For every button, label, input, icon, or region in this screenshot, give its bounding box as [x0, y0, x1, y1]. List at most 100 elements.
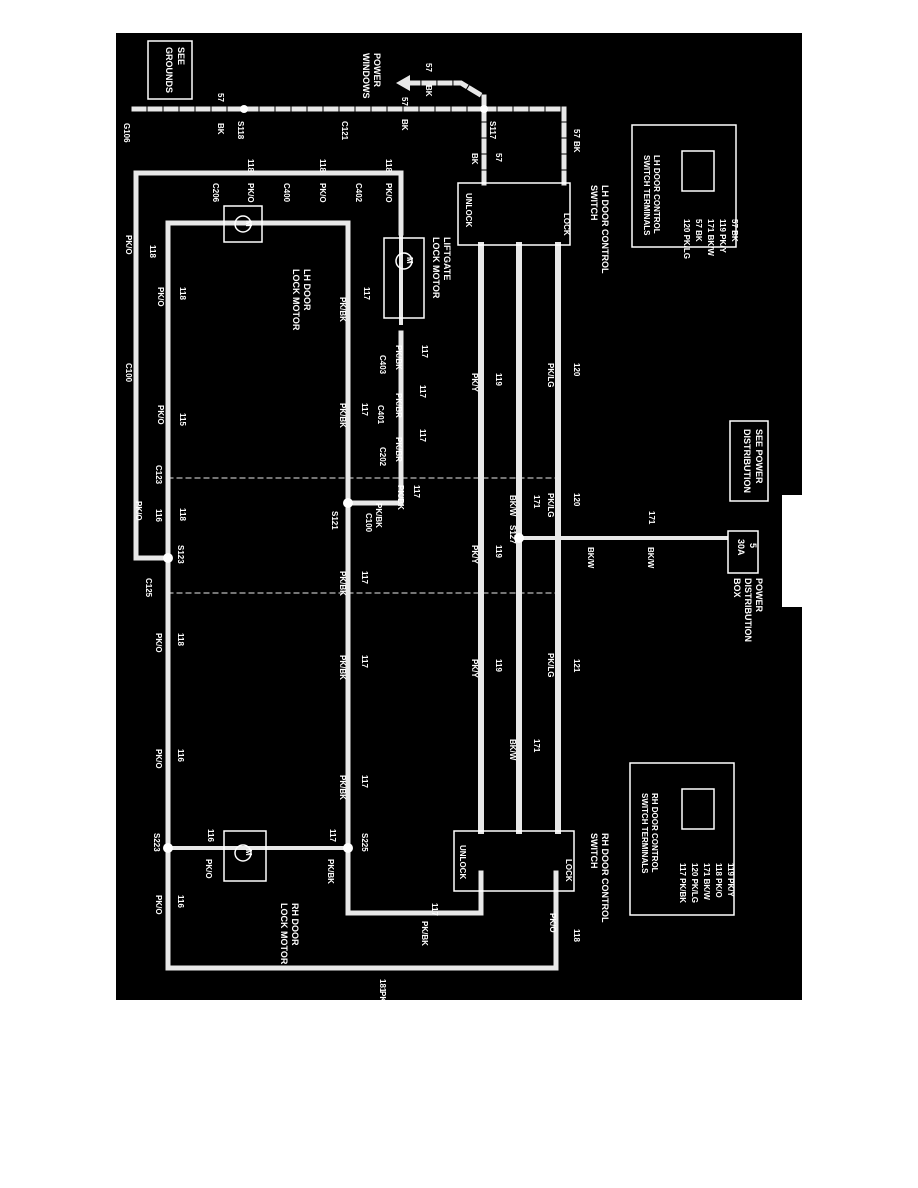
wire-label: 119 — [494, 373, 503, 386]
wire-label: 117 — [328, 829, 337, 842]
lh-motor-label-2: LOCK MOTOR — [291, 269, 301, 331]
wire-label: 117 — [360, 403, 369, 416]
wiring-diagram: HOT AT ALL TIMES SEE GROUNDS SEE POWER D… — [122, 40, 802, 1000]
hot-label: HOT AT ALL TIMES — [785, 501, 796, 592]
wire-label: 118 — [246, 159, 255, 172]
fuse-box — [727, 530, 759, 574]
wire-117-lower — [345, 500, 484, 916]
wire-label: 117 — [360, 775, 369, 788]
wire-118-run — [165, 220, 559, 971]
wire-label: PK/BK — [338, 655, 347, 680]
fuse-amp: 30A — [736, 539, 746, 556]
rh-motor-label-2: LOCK MOTOR — [279, 903, 289, 965]
lh-motor-label-1: LH DOOR — [302, 269, 312, 311]
wiring-diagram-sheet: HOT AT ALL TIMES SEE GROUNDS SEE POWER D… — [116, 33, 802, 1000]
wire-label: PK/BK — [338, 571, 347, 596]
lh-switch-label-2: SWITCH — [589, 185, 599, 221]
wire-label: 116 — [206, 829, 215, 842]
wire-label: 57 — [494, 153, 503, 162]
wire-label: PK/BK — [374, 503, 383, 528]
connector-s121: S121 — [330, 511, 339, 530]
wire-label: BK — [216, 123, 225, 135]
rh-unlock-label: UNLOCK — [458, 845, 467, 879]
wire-label: PK/O — [154, 749, 163, 769]
wire-label: 57 — [400, 97, 409, 106]
wire-118-left — [133, 170, 171, 561]
wire-label: 117 — [360, 571, 369, 584]
connector-c125: C125 — [144, 578, 153, 598]
lh-motor-icon — [234, 215, 252, 233]
connector-c206: C206 — [211, 183, 220, 203]
connector-c403: C403 — [378, 355, 387, 375]
wire-118 — [133, 170, 404, 236]
wire-label: 117 — [430, 903, 439, 916]
liftgate-m: M — [405, 257, 414, 264]
junction-s223 — [163, 843, 173, 853]
junction-s117 — [480, 105, 488, 113]
wire-label: 116 — [176, 749, 185, 762]
wire-label: PK/Y — [470, 373, 479, 392]
wire-label: PK/O — [156, 405, 165, 425]
lh-switch-box — [457, 182, 571, 246]
see-grounds-label-1: SEE — [176, 47, 186, 65]
wire-label: PK/O — [378, 991, 387, 1000]
lh-legend-item: 57 BK — [730, 219, 739, 242]
wire-117 — [165, 220, 404, 506]
rh-legend-item: 119 PK/Y — [726, 863, 735, 897]
junction-s123 — [163, 553, 173, 563]
rh-motor-box — [223, 830, 267, 882]
wire-label: 117 — [418, 385, 427, 398]
wire-label: 118 — [178, 287, 187, 300]
connector-s225: S225 — [360, 833, 369, 852]
ground-wire-57-b — [481, 106, 567, 186]
components — [147, 40, 802, 916]
wire-label: PK/BK — [396, 485, 405, 510]
rh-legend-item: 171 BK/W — [702, 863, 711, 900]
rh-legend-item: 120 PK/LG — [690, 863, 699, 903]
junction-s121 — [343, 498, 353, 508]
wire-label: PK/BR — [394, 393, 403, 418]
liftgate-motor-box — [383, 237, 425, 319]
pdb-label-2: DISTRIBUTION — [743, 578, 753, 642]
wire-label: 117 — [418, 429, 427, 442]
wire-label: 119 — [494, 545, 503, 558]
wire-label: 115 — [178, 413, 187, 426]
rh-legend-title-2: SWITCH TERMINALS — [640, 793, 649, 874]
power-windows-label-1: POWER — [372, 53, 382, 88]
rh-motor-label-1: RH DOOR — [290, 903, 300, 946]
connector-c202: C202 — [378, 447, 387, 467]
liftgate-label-2: LOCK MOTOR — [431, 237, 441, 299]
wire-label: 116 — [154, 509, 163, 522]
power-windows-label-2: WINDOWS — [361, 53, 371, 99]
wire-label: PK/LG — [546, 653, 555, 677]
lh-switch-label-1: LH DOOR CONTROL — [600, 185, 610, 274]
wire-label: 57 — [216, 93, 225, 102]
wire-label: BK — [572, 141, 581, 153]
rh-switch-label-2: SWITCH — [589, 833, 599, 869]
connector-c400: C400 — [282, 183, 291, 203]
wire-label: 118 — [178, 508, 187, 521]
rh-switch-label-1: RH DOOR CONTROL — [600, 833, 610, 923]
wire-label: PK/O — [384, 183, 393, 203]
lh-legend-title-2: SWITCH TERMINALS — [642, 155, 651, 236]
wire-label: PK/Y — [470, 545, 479, 564]
wire-label: BK/W — [508, 495, 517, 517]
rh-lock-label: LOCK — [564, 859, 573, 882]
wire-label: 119 — [494, 659, 503, 672]
lh-motor-m: M — [244, 220, 253, 227]
lh-legend-item: 119 PK/Y — [718, 219, 727, 253]
wire-label: BK/W — [586, 547, 595, 569]
lh-motor-box — [223, 205, 263, 243]
junctions — [163, 105, 524, 853]
connector-s123: S123 — [176, 545, 185, 564]
wire-label: PK/LG — [546, 493, 555, 517]
wire-label: PK/BK — [338, 775, 347, 800]
wire-label: 118 — [318, 159, 327, 172]
wire-label: BK — [400, 119, 409, 131]
wire-label: PK/BK — [338, 403, 347, 428]
connector-c401: C401 — [376, 405, 385, 425]
see-power-label-2: DISTRIBUTION — [742, 429, 752, 493]
junction-s118 — [240, 105, 248, 113]
wire-label: PK/BK — [394, 345, 403, 370]
connector-s223: S223 — [152, 833, 161, 852]
